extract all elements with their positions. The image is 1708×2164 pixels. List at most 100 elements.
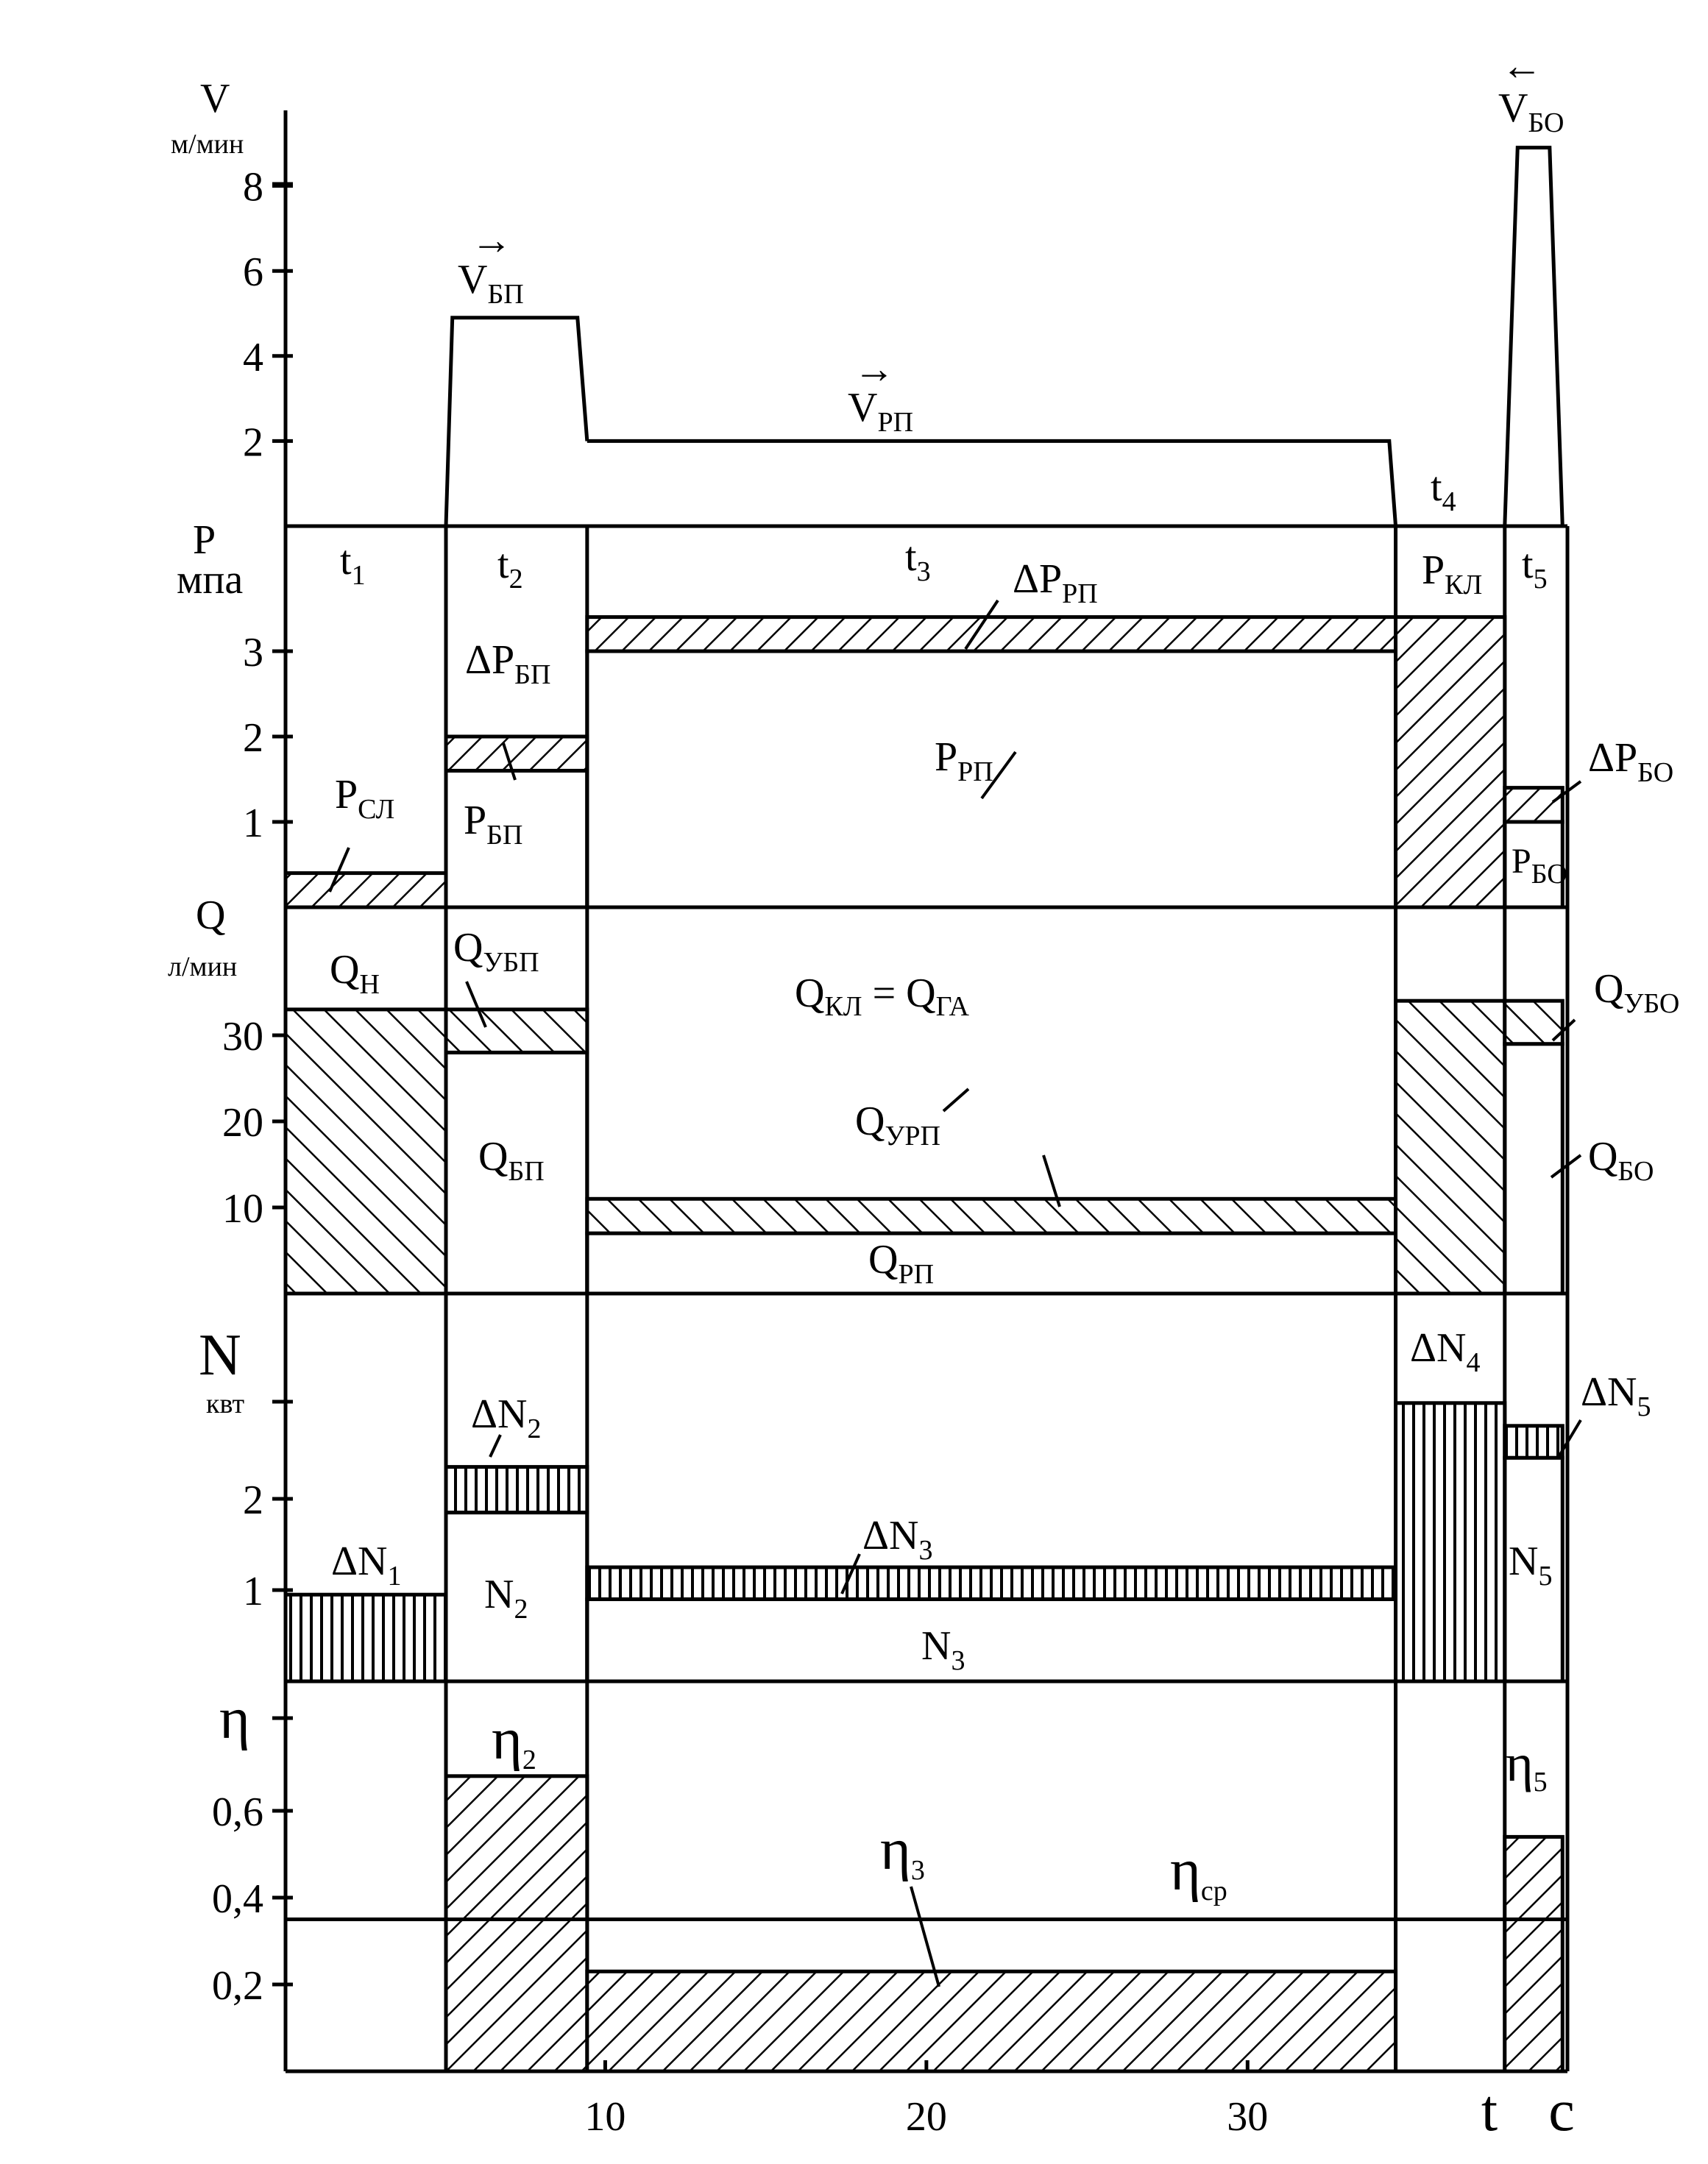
velocity-series-line xyxy=(1503,146,1565,527)
pressure-label-sl: РСЛ xyxy=(335,772,394,825)
loss-bar xyxy=(1394,1401,1507,1684)
y-tick-label: 8 xyxy=(243,165,263,210)
pressure-label-rp: РРП xyxy=(935,734,993,787)
value-bar xyxy=(585,1231,1398,1296)
loss-bar xyxy=(1503,786,1565,824)
pressure-axis-label: Р xyxy=(193,517,216,563)
loss-bar xyxy=(1503,998,1565,1046)
pressure-axis-unit: мпа xyxy=(177,557,243,603)
velocity-axis-unit: м/мин xyxy=(171,129,244,160)
interval-label-t1: t1 xyxy=(340,538,366,591)
loss-bar xyxy=(1503,1424,1565,1460)
power-label-n2: N2 xyxy=(484,1572,528,1625)
loss-bar xyxy=(585,615,1398,653)
flow-axis-unit: л/мин xyxy=(168,951,237,982)
leader-line xyxy=(942,1088,970,1113)
x-tick-label: 10 xyxy=(584,2094,626,2140)
loss-bar xyxy=(444,734,589,773)
flow-label-n: QН xyxy=(330,947,380,1000)
x-axis-unit: с xyxy=(1548,2079,1575,2143)
power-label-n5: N5 xyxy=(1509,1539,1552,1592)
velocity-panel: V м/мин xyxy=(171,76,244,160)
x-axis-label: t xyxy=(1481,2079,1498,2143)
pressure-label-drp: ΔРРП xyxy=(1013,556,1098,609)
power-label-dn4: ΔN4 xyxy=(1410,1325,1480,1378)
power-label-dn1: ΔN1 xyxy=(331,1539,401,1592)
y-tick-label: 10 xyxy=(222,1186,263,1232)
interval-label-t5: t5 xyxy=(1522,542,1548,595)
flow-label-urp: QУРП xyxy=(855,1099,940,1152)
leader-line xyxy=(964,599,999,650)
power-axis-unit: квт xyxy=(206,1388,244,1419)
pressure-label-kl: РКЛ xyxy=(1422,547,1482,600)
flow-label-rp: QРП xyxy=(868,1237,934,1290)
leader-line xyxy=(1557,1419,1582,1458)
loss-bar xyxy=(585,1196,1398,1235)
value-bar xyxy=(585,1597,1398,1684)
leader-line xyxy=(328,847,350,893)
efficiency-panel: η xyxy=(219,1686,250,1751)
flow-equation: QКЛ = QГА xyxy=(795,971,969,1022)
loss-bar xyxy=(444,1007,589,1054)
flow-panel: Q л/мин xyxy=(168,893,237,982)
power-label-dn5: ΔN5 xyxy=(1581,1369,1651,1422)
leader-line xyxy=(980,751,1017,800)
y-tick-label: 30 xyxy=(222,1014,263,1060)
velocity-bo-arrow: ← xyxy=(1501,43,1542,89)
y-tick-label: 2 xyxy=(243,1477,263,1523)
y-tick-label: 3 xyxy=(243,630,263,675)
y-tick-label: 6 xyxy=(243,249,263,295)
x-tick-label: 20 xyxy=(906,2094,947,2140)
y-tick-label: 0,6 xyxy=(212,1789,263,1835)
leader-line xyxy=(465,981,487,1028)
y-tick-label: 2 xyxy=(243,715,263,761)
loss-bar xyxy=(283,871,448,909)
leader-line xyxy=(910,1886,940,1987)
leader-line xyxy=(1550,1154,1582,1179)
interval-label-t2: t2 xyxy=(497,542,523,595)
y-tick-label: 2 xyxy=(243,419,263,465)
power-axis-label: N xyxy=(199,1323,241,1388)
velocity-series-line xyxy=(444,316,589,527)
pressure-label-dbo: ΔРБО xyxy=(1588,735,1673,788)
y-tick-label: 0,2 xyxy=(212,1963,263,2009)
leader-line xyxy=(1551,780,1582,803)
pressure-label-dbp: ΔРБП xyxy=(465,637,550,690)
efficiency-bar xyxy=(585,1969,1398,2073)
flow-label-bp: QБП xyxy=(478,1134,545,1187)
velocity-bp-label: VБП xyxy=(458,257,524,310)
loss-bar xyxy=(585,1565,1398,1601)
value-bar xyxy=(1503,1042,1565,1296)
pressure-panel: Р мпа xyxy=(177,517,243,603)
interval-label-t3: t3 xyxy=(905,534,931,587)
flow-label-ubp: QУБП xyxy=(453,925,539,978)
leader-line xyxy=(502,742,517,781)
efficiency-label-2: η2 xyxy=(492,1707,536,1775)
loss-bar xyxy=(283,1592,448,1684)
flow-axis-label: Q xyxy=(196,893,225,938)
interval-label-t4: t4 xyxy=(1431,464,1456,517)
velocity-series-line xyxy=(587,439,1398,527)
velocity-rp-arrow: → xyxy=(854,347,895,392)
power-label-dn3: ΔN3 xyxy=(862,1513,932,1566)
velocity-axis-label: V xyxy=(200,76,230,121)
efficiency-label-5: η5 xyxy=(1506,1734,1548,1798)
loss-bar xyxy=(1394,615,1507,909)
efficiency-axis-label: η xyxy=(219,1686,250,1751)
velocity-bp-arrow: → xyxy=(471,218,512,263)
flow-label-bo: QБО xyxy=(1588,1134,1654,1187)
efficiency-label-3: η3 xyxy=(880,1817,925,1886)
power-label-n3: N3 xyxy=(921,1623,965,1676)
leader-line xyxy=(489,1434,502,1458)
pressure-label-bo: РБО xyxy=(1512,842,1567,890)
y-tick-label: 0,4 xyxy=(212,1876,263,1922)
loss-bar xyxy=(1394,998,1507,1296)
efficiency-bar xyxy=(444,1774,589,2073)
y-tick-label: 1 xyxy=(243,1569,263,1614)
pressure-label-bp: РБП xyxy=(464,798,522,851)
efficiency-label-avg: ηср xyxy=(1170,1838,1227,1906)
x-tick-label: 30 xyxy=(1227,2094,1268,2140)
velocity-bo-label: VБО xyxy=(1498,85,1564,138)
